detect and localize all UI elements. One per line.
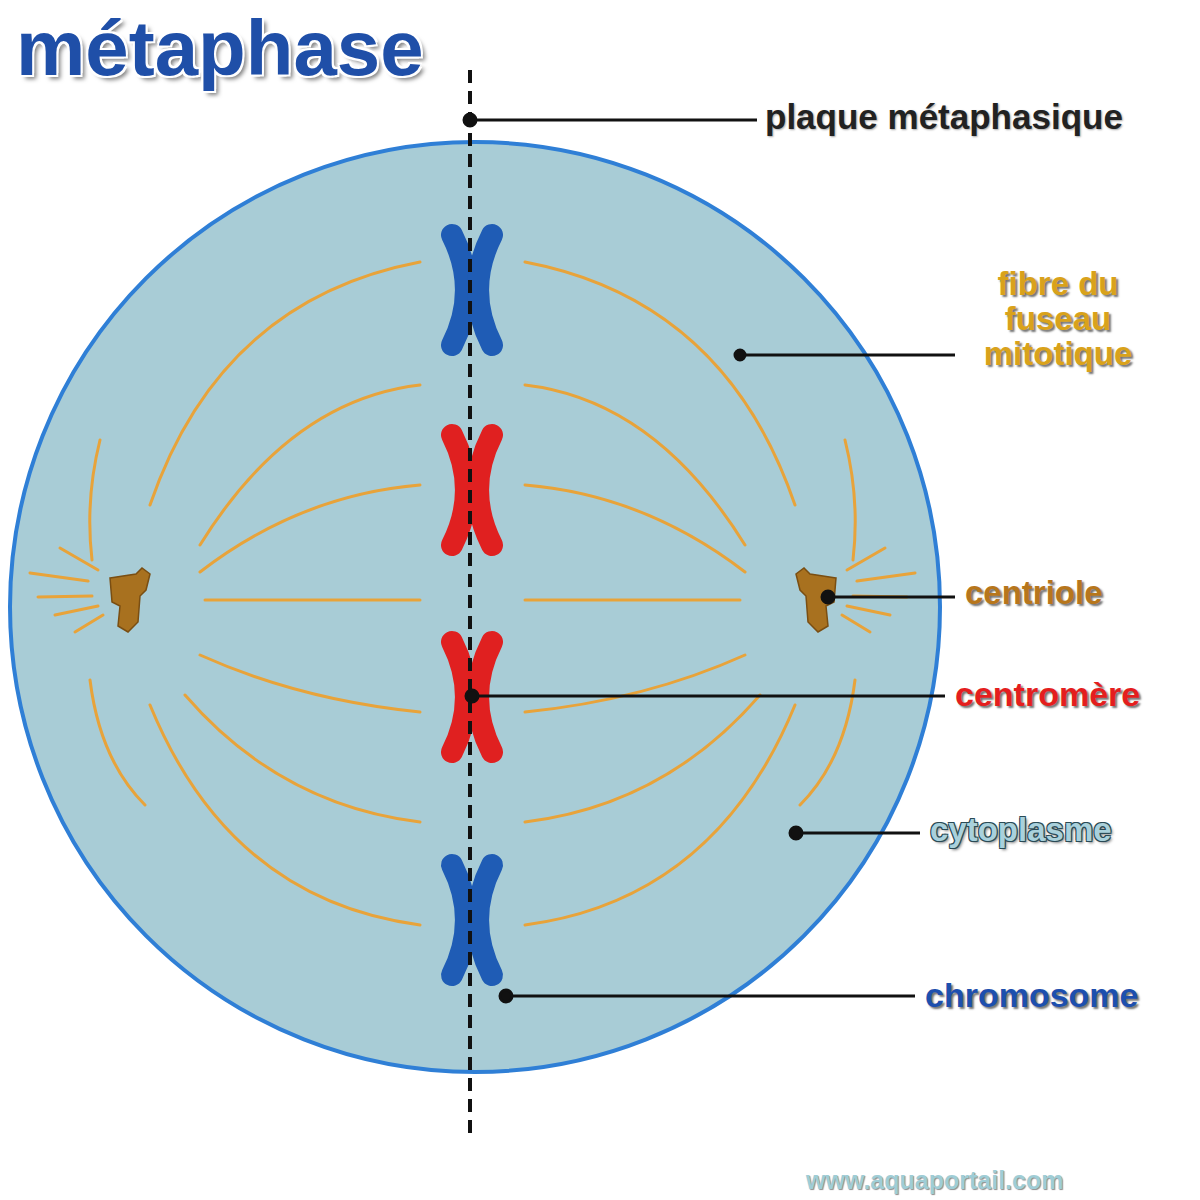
cytoplasm-label: cytoplasme xyxy=(930,811,1112,849)
spindle-left xyxy=(30,262,420,925)
leader-line xyxy=(796,832,920,835)
spindle-label: fibre du fuseau mitotique xyxy=(958,266,1158,371)
watermark: www.aquaportail.com xyxy=(806,1166,1063,1195)
leader-dot xyxy=(500,990,512,1002)
metaphase-plate-line xyxy=(468,70,472,1138)
spindle-right xyxy=(525,262,915,925)
leader-dot xyxy=(464,114,476,126)
leader-dot xyxy=(735,350,745,360)
centrioles xyxy=(110,568,836,632)
spindle xyxy=(30,262,915,925)
leader-lines xyxy=(464,114,955,1002)
leader-dot xyxy=(822,591,834,603)
chromosome-label: chromosome xyxy=(925,976,1139,1015)
leader-dot xyxy=(466,690,478,702)
centromere-label: centromère xyxy=(955,675,1140,714)
leader-line xyxy=(828,596,955,599)
leader-dot xyxy=(790,827,802,839)
leader-line xyxy=(472,695,945,698)
cell-membrane xyxy=(10,142,940,1072)
leader-line xyxy=(470,119,757,122)
leader-line xyxy=(740,354,955,357)
centriole-left xyxy=(110,568,150,632)
centriole-label: centriole xyxy=(965,574,1103,612)
diagram-title: métaphase xyxy=(16,3,424,94)
leader-line xyxy=(506,995,915,998)
centriole-right xyxy=(796,568,836,632)
plate-label: plaque métaphasique xyxy=(765,97,1123,137)
